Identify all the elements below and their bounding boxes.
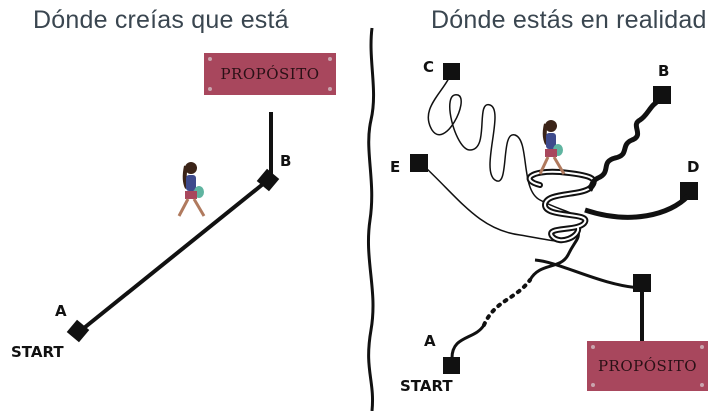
right-path-c	[427, 77, 576, 216]
right-node-d	[680, 182, 698, 200]
sign-rivet	[591, 383, 595, 387]
left-title: Dónde creías que está	[33, 6, 289, 34]
right-label-e: E	[390, 158, 401, 176]
right-path-start	[450, 324, 486, 359]
right-label-d: D	[687, 158, 700, 176]
right-path-d	[584, 194, 690, 220]
left-label-a: A	[55, 302, 67, 320]
left-node-a	[66, 319, 90, 343]
left-node-b	[256, 168, 280, 192]
left-path-line	[77, 178, 270, 334]
sign-rivet	[591, 345, 595, 349]
right-node-sign	[633, 274, 651, 292]
right-label-b: B	[658, 62, 670, 80]
right-path-loop	[528, 229, 580, 281]
right-path-b	[587, 97, 662, 192]
left-label-b: B	[280, 152, 292, 170]
right-purpose-sign: PROPÓSITO	[587, 341, 708, 391]
sign-rivet	[208, 87, 212, 91]
right-path-to-sign	[534, 258, 641, 290]
left-walker-figure	[177, 162, 206, 217]
left-purpose-sign: PROPÓSITO	[204, 53, 336, 95]
left-sign-text: PROPÓSITO	[220, 65, 320, 83]
right-path-dotted	[482, 278, 532, 327]
sign-rivet	[328, 57, 332, 61]
right-title: Dónde estás en realidad	[431, 6, 707, 34]
sign-rivet	[700, 345, 704, 349]
right-label-a: A	[424, 332, 436, 350]
right-walker-figure	[538, 120, 566, 175]
divider-line	[366, 27, 376, 411]
sign-rivet	[328, 87, 332, 91]
right-node-start	[443, 357, 460, 374]
left-label-start: START	[11, 343, 64, 361]
right-label-start: START	[400, 377, 453, 395]
sign-rivet	[208, 57, 212, 61]
right-node-e	[410, 154, 428, 172]
right-label-c: C	[423, 58, 435, 76]
right-node-c	[443, 63, 460, 80]
right-sign-text: PROPÓSITO	[597, 357, 698, 375]
sign-rivet	[700, 383, 704, 387]
